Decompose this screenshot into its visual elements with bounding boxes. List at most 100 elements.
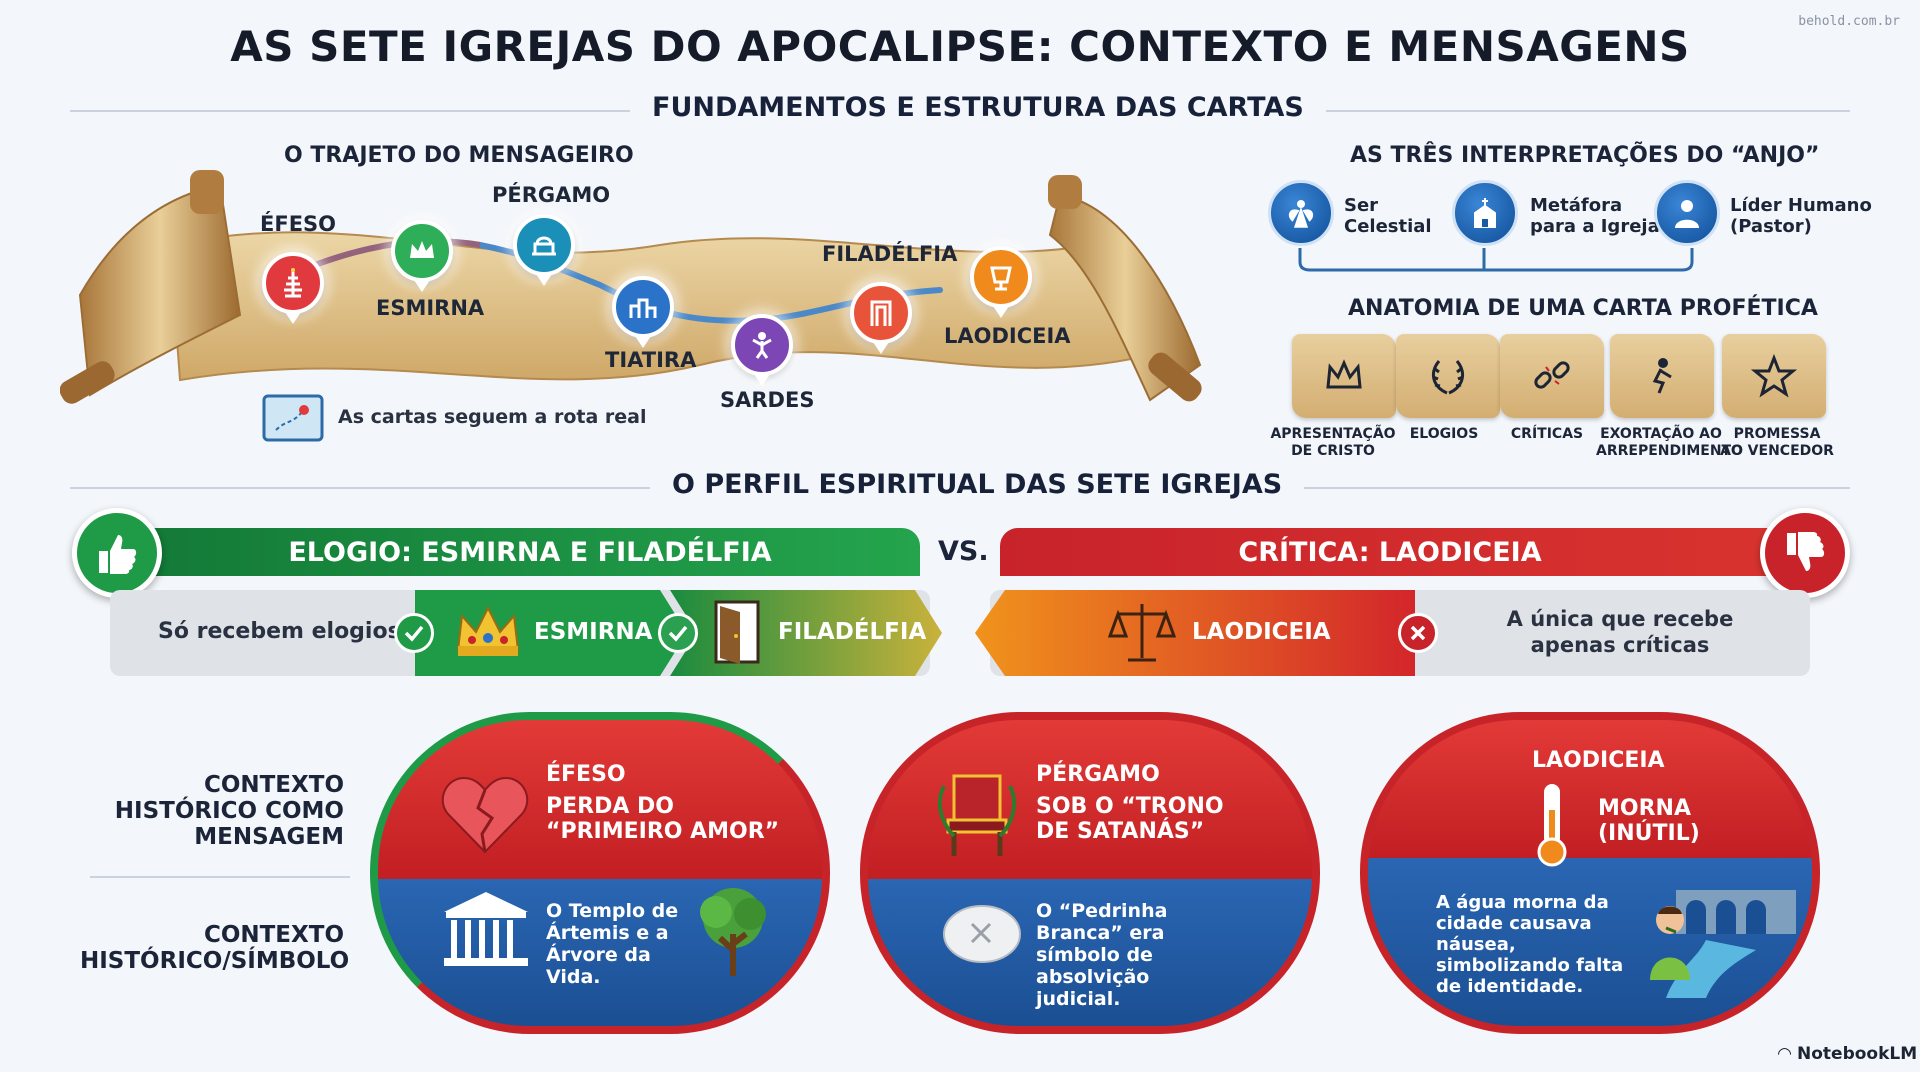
thumbs-up-badge — [72, 508, 162, 598]
city-pin-esmirna — [391, 220, 453, 292]
pastor-icon — [1675, 200, 1699, 228]
anatomy-item-promise — [1722, 334, 1826, 418]
thermometer-icon — [1537, 784, 1567, 867]
city-label-laodiceia: LAODICEIA — [944, 324, 1071, 348]
city-label-filadelfia: FILADÉLFIA — [822, 242, 958, 266]
door-icon — [870, 300, 892, 326]
angel-label-pastor: Líder Humano(Pastor) — [1730, 195, 1872, 237]
thumbs-down-badge — [1760, 508, 1850, 598]
notebook-icon: ◠ — [1778, 1044, 1797, 1064]
city-pin-tiatira — [612, 276, 674, 348]
critique-banner: CRÍTICA: LAODICEIA — [1000, 528, 1780, 576]
white-stone-icon — [943, 905, 1021, 963]
star-icon — [1751, 353, 1797, 398]
x-icon — [1410, 625, 1426, 641]
praise-banner: ELOGIO: ESMIRNA E FILADÉLFIA — [140, 528, 920, 576]
city-pin-sardes — [731, 314, 793, 386]
page-title: AS SETE IGREJAS DO APOCALIPSE: CONTEXTO … — [230, 22, 1690, 71]
check-icon — [668, 625, 688, 642]
anatomy-label-praise: ELOGIOS — [1409, 426, 1479, 442]
praise-note: Só recebem elogios — [158, 619, 401, 644]
card-laodiceia-message: MORNA(INÚTIL) — [1598, 796, 1700, 846]
card-pergamo-symbol: O “Pedrinha Branca” era símbolo de absol… — [1036, 900, 1168, 1010]
card-ring-efeso — [370, 712, 830, 1034]
praise-church-filadelfia: FILADÉLFIA — [778, 619, 927, 645]
critique-church-laodiceia: LAODICEIA — [1192, 619, 1331, 645]
city-label-esmirna: ESMIRNA — [376, 296, 485, 320]
anatomy-item-criticism — [1500, 334, 1604, 418]
thumbs-up-icon — [99, 535, 137, 574]
anatomy-label-criticism: CRÍTICAS — [1510, 426, 1584, 442]
vs-label: VS. — [938, 536, 989, 567]
card-pergamo-church: PÉRGAMO — [1036, 762, 1160, 787]
angel-heading: AS TRÊS INTERPRETAÇÕES DO “ANJO” — [1350, 143, 1820, 168]
section-heading-profile: O PERFIL ESPIRITUAL DAS SETE IGREJAS — [650, 469, 1305, 500]
crown-icon — [410, 241, 434, 258]
anatomy-item-praise — [1396, 334, 1500, 418]
city-label-tiatira: TIATIRA — [605, 348, 697, 372]
scales-icon — [1108, 604, 1176, 662]
temple-icon — [444, 892, 528, 966]
thumbs-down-icon — [1787, 532, 1825, 571]
card-efeso-symbol: O Templo de Ártemis e a Árvore da Vida. — [546, 900, 679, 988]
broken-chain-icon — [1534, 361, 1570, 389]
route-heading: O TRAJETO DO MENSAGEIRO — [284, 143, 634, 168]
angel-item-church — [1452, 180, 1518, 246]
critique-note: A única que recebe apenas críticas — [1506, 607, 1734, 657]
row-label-symbol: CONTEXTO HISTÓRICO/SÍMBOLO — [80, 922, 350, 974]
row-label-message: CONTEXTO HISTÓRICO COMO MENSAGEM — [114, 772, 344, 850]
critique-arrow — [975, 590, 1415, 676]
angel-item-celestial — [1268, 180, 1334, 246]
check-filadelfia — [658, 613, 698, 653]
city-label-pergamo: PÉRGAMO — [492, 183, 611, 207]
church-icon — [1474, 198, 1496, 228]
city-icon — [629, 298, 657, 318]
card-efeso-message: PERDA DO“PRIMEIRO AMOR” — [546, 794, 780, 844]
cup-icon — [990, 266, 1012, 291]
praise-church-esmirna: ESMIRNA — [534, 619, 653, 645]
anatomy-heading: ANATOMIA DE UMA CARTA PROFÉTICA — [1348, 296, 1818, 321]
city-label-efeso: ÉFESO — [260, 212, 337, 236]
anatomy-item-presentation — [1292, 334, 1396, 418]
check-esmirna — [394, 613, 434, 653]
crown-icon — [456, 605, 520, 656]
city-pin-pergamo — [513, 214, 575, 286]
broken-heart-icon — [441, 776, 529, 854]
angel-connector — [1298, 248, 1694, 272]
candlestand-icon — [284, 268, 302, 298]
section-heading-foundations: FUNDAMENTOS E ESTRUTURA DAS CARTAS — [630, 92, 1326, 123]
city-pin-efeso — [262, 252, 324, 324]
card-laodiceia-symbol: A água morna da cidade causava náusea, s… — [1436, 892, 1624, 997]
card-ring-pergamo — [860, 712, 1320, 1034]
tree-icon — [700, 888, 766, 976]
card-ring-laodiceia — [1360, 712, 1820, 1034]
city-pin-filadelfia — [850, 282, 912, 354]
crown-icon — [1326, 359, 1362, 389]
anatomy-item-exhortation — [1610, 334, 1714, 418]
laurel-icon — [1431, 360, 1465, 395]
angel-item-pastor — [1654, 180, 1720, 246]
route-note: As cartas seguem a rota real — [338, 406, 647, 428]
throne-icon — [937, 774, 1017, 856]
cross-laodiceia — [1398, 613, 1438, 653]
kneeling-icon — [1652, 358, 1672, 394]
open-door-icon — [714, 600, 760, 664]
card-laodiceia-church: LAODICEIA — [1532, 748, 1665, 773]
row-divider — [90, 876, 350, 878]
altar-icon — [532, 236, 556, 256]
card-laodiceia — [1368, 720, 1812, 1026]
check-icon — [404, 625, 424, 642]
figure-icon — [752, 332, 772, 359]
aqueduct-icon — [1650, 890, 1796, 998]
city-label-sardes: SARDES — [720, 388, 815, 412]
angel-icon — [1288, 200, 1314, 228]
watermark: behold.com.br — [1798, 14, 1900, 29]
city-pin-laodiceia — [970, 246, 1032, 318]
card-efeso-church: ÉFESO — [546, 762, 626, 787]
